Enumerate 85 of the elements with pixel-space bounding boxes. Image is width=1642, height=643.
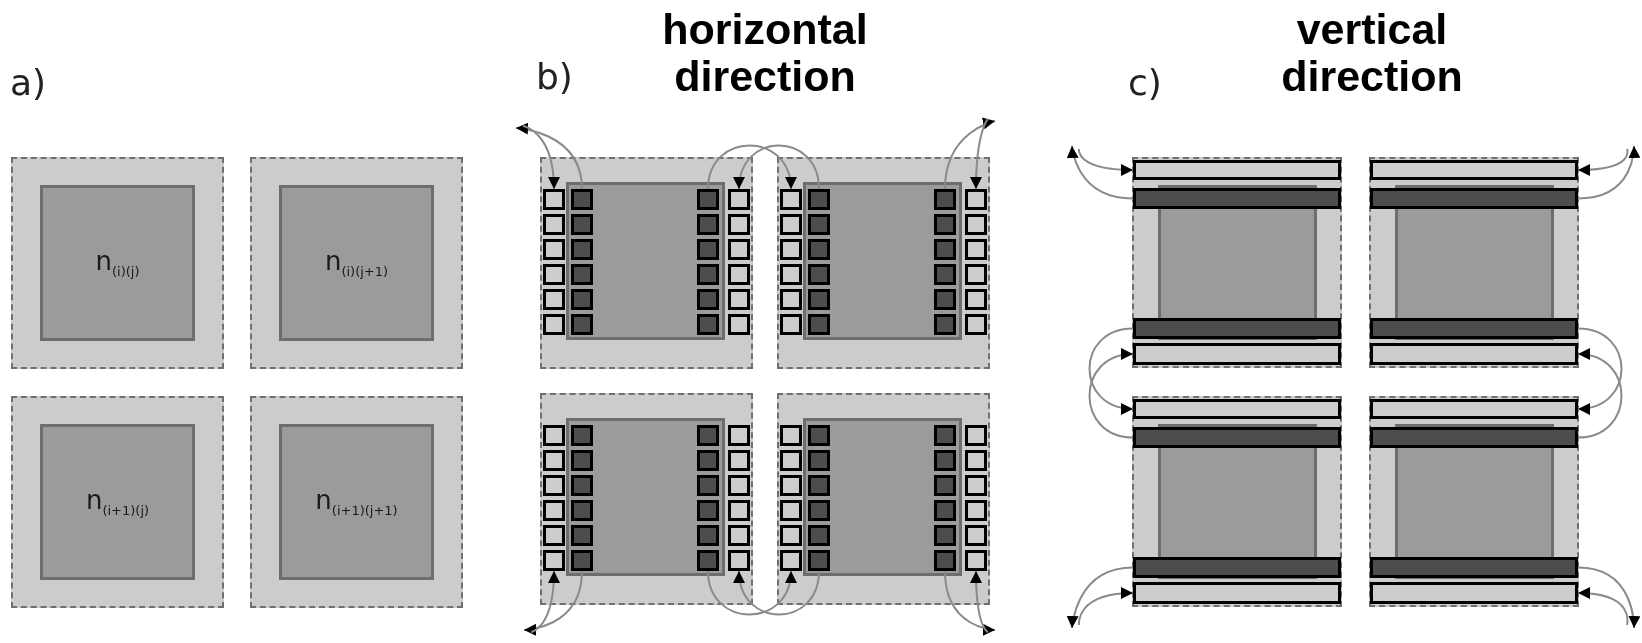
exchange-arrow: [734, 570, 820, 616]
boundary-cell-row: [1370, 427, 1578, 448]
ghost-cell-column: [543, 425, 565, 571]
exchange-arrow: [1088, 349, 1134, 439]
exchange-arrow: [1577, 327, 1623, 414]
halo-region-box: [11, 396, 224, 608]
subdomain-box: [803, 182, 962, 340]
ghost-cell-column: [543, 189, 565, 335]
boundary-cell-column: [571, 189, 593, 335]
ghost-cell-row: [1133, 399, 1341, 419]
ghost-cell-column: [728, 425, 750, 571]
boundary-cell-row: [1370, 557, 1578, 578]
boundary-cell-column: [571, 425, 593, 571]
subdomain-label: n$_{(i)(j+1)}$: [324, 246, 389, 280]
exchange-arrow: [515, 122, 583, 190]
panel-label: b): [536, 56, 573, 97]
exchange-arrow: [970, 570, 989, 633]
boundary-cell-row: [1133, 557, 1341, 578]
panel-label: a): [10, 62, 47, 103]
halo-region-box: [777, 157, 990, 369]
halo-region-box: [1369, 396, 1579, 607]
ghost-cell-row: [1133, 160, 1341, 180]
subdomain-box: [803, 418, 962, 576]
exchange-arrow: [1067, 145, 1134, 200]
boundary-cell-column: [808, 189, 830, 335]
ghost-cell-column: [965, 425, 987, 571]
subdomain-box: [566, 182, 725, 340]
exchange-arrow: [522, 125, 560, 190]
boundary-cell-row: [1133, 188, 1341, 209]
boundary-cell-column: [697, 189, 719, 335]
panel-label: c): [1128, 62, 1162, 103]
exchange-arrow: [707, 570, 796, 616]
halo-region-box: [250, 157, 463, 369]
exchange-arrow: [530, 570, 560, 633]
exchange-arrow: [1577, 145, 1641, 200]
exchange-arrow: [1577, 566, 1641, 629]
exchange-arrow: [944, 117, 996, 190]
halo-region-box: [777, 393, 990, 605]
boundary-cell-column: [934, 425, 956, 571]
halo-region-box: [250, 396, 463, 608]
subdomain-box: [40, 185, 195, 341]
ghost-cell-column: [780, 425, 802, 571]
ghost-cell-row: [1133, 582, 1341, 604]
boundary-cell-row: [1370, 318, 1578, 339]
exchange-arrow: [970, 118, 989, 190]
halo-region-box: [540, 157, 753, 369]
ghost-cell-column: [965, 189, 987, 335]
boundary-cell-row: [1133, 318, 1341, 339]
halo-region-box: [540, 393, 753, 605]
subdomain-box: [566, 418, 725, 576]
exchange-arrow: [707, 144, 796, 190]
boundary-cell-row: [1370, 188, 1578, 209]
subdomain-label: n$_{(i)(j)}$: [95, 246, 140, 280]
subdomain-box: [279, 185, 434, 341]
boundary-cell-column: [697, 425, 719, 571]
exchange-arrow: [1088, 327, 1134, 414]
halo-region-box: [1369, 157, 1579, 368]
boundary-cell-column: [934, 189, 956, 335]
ghost-cell-column: [728, 189, 750, 335]
ghost-cell-column: [780, 189, 802, 335]
ghost-cell-row: [1370, 582, 1578, 604]
subdomain-box: [40, 424, 195, 580]
ghost-cell-row: [1370, 160, 1578, 180]
exchange-arrow: [734, 144, 820, 190]
boundary-cell-row: [1133, 427, 1341, 448]
exchange-arrow: [1577, 349, 1623, 439]
ghost-cell-row: [1133, 343, 1341, 365]
ghost-cell-row: [1370, 399, 1578, 419]
subdomain-label: n$_{(i+1)(j)}$: [85, 485, 150, 519]
halo-region-box: [1132, 157, 1342, 368]
exchange-arrow: [523, 570, 583, 636]
halo-region-box: [1132, 396, 1342, 607]
subdomain-box: [279, 424, 434, 580]
exchange-arrow: [1577, 148, 1629, 176]
ghost-cell-row: [1370, 343, 1578, 365]
exchange-arrow: [1077, 587, 1134, 626]
panel-heading: vertical direction: [1280, 6, 1464, 101]
exchange-arrow: [1066, 566, 1134, 629]
exchange-arrow: [1077, 148, 1134, 176]
panel-heading: horizontal direction: [661, 6, 869, 101]
subdomain-label: n$_{(i+1)(j+1)}$: [315, 485, 398, 519]
exchange-arrow: [1577, 587, 1629, 626]
exchange-arrow: [944, 570, 996, 636]
boundary-cell-column: [808, 425, 830, 571]
halo-region-box: [11, 157, 224, 369]
